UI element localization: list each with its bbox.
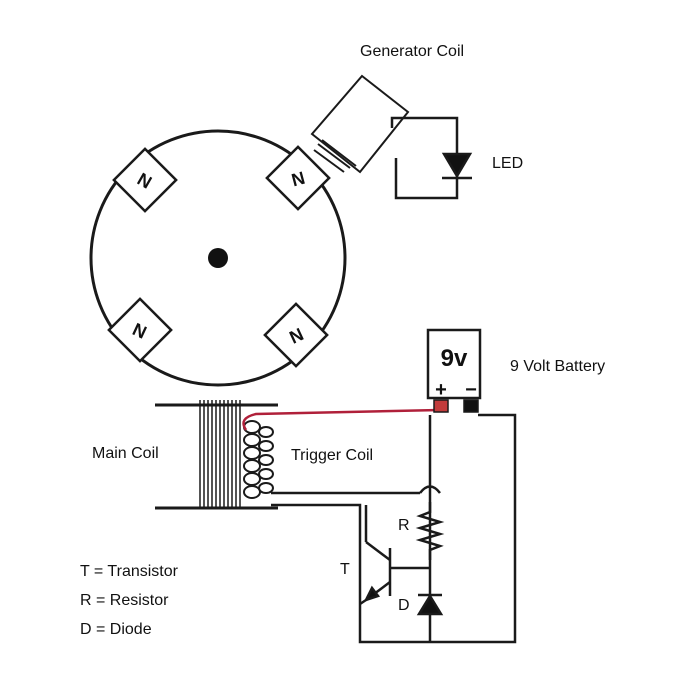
battery-face-label: 9v <box>441 345 468 372</box>
generator-coil-label: Generator Coil <box>360 43 465 60</box>
legend-item-diode: D = Diode <box>80 621 152 638</box>
trigger-coil-windings <box>243 420 274 499</box>
legend-item-resistor: R = Resistor <box>80 592 169 609</box>
battery-minus-label: − <box>465 379 477 401</box>
resistor-symbol <box>415 502 445 560</box>
magnet-top-left: N <box>112 147 178 213</box>
transistor-symbol <box>359 505 392 606</box>
rotor-axle <box>208 248 228 268</box>
led-label: LED <box>492 155 524 172</box>
battery-minus-terminal <box>463 399 479 413</box>
led-symbol <box>441 152 473 179</box>
magnet-top-right: N <box>265 145 331 211</box>
generator-coil <box>310 74 410 174</box>
battery-label: 9 Volt Battery <box>510 358 606 375</box>
magnet-bottom-right: N <box>263 302 329 368</box>
trigger-coil-label: Trigger Coil <box>291 447 374 464</box>
rotor <box>89 129 347 387</box>
magnet-bottom-left: N <box>107 297 173 363</box>
diode-symbol <box>416 593 444 616</box>
battery-plus-terminal <box>433 399 449 413</box>
main-coil <box>155 400 278 510</box>
trigger-wire <box>242 408 441 431</box>
rotor-disc <box>89 129 347 387</box>
battery-plus-label: + <box>435 379 447 401</box>
legend: T = Transistor R = Resistor D = Diode <box>80 557 178 644</box>
led-circuit <box>390 116 473 200</box>
main-coil-label: Main Coil <box>92 445 159 462</box>
battery <box>426 328 482 413</box>
legend-item-transistor: T = Transistor <box>80 563 178 580</box>
magnet-label: N <box>289 168 307 191</box>
transistor-letter: T <box>340 561 350 578</box>
diode-letter: D <box>398 597 410 614</box>
resistor-letter: R <box>398 517 410 534</box>
